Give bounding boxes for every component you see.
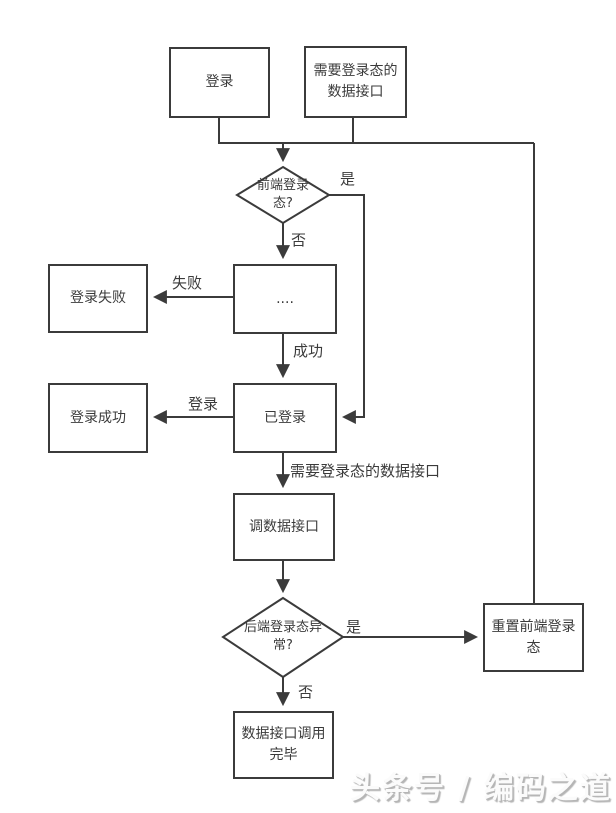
api-call-done-box: 数据接口调用完毕	[233, 711, 334, 779]
frontend-state-diamond-label: 前端登录态?	[256, 178, 309, 211]
watermark-text: 头条号 / 编码之道	[350, 771, 612, 806]
edge-label-success: 成功	[293, 342, 324, 360]
edge-label-fail: 失败	[172, 274, 203, 292]
login-fail-box: 登录失败	[48, 264, 148, 333]
need-login-api-box: 需要登录态的数据接口	[304, 46, 407, 118]
edge-label-yes-bottom: 是	[346, 618, 362, 636]
edge-label-login: 登录	[188, 395, 219, 413]
frontend-state-diamond	[235, 165, 331, 225]
backend-state-diamond-label: 后端登录态异常?	[243, 620, 322, 653]
edge-label-no-bottom: 否	[298, 683, 314, 701]
process-dots-box: ....	[233, 264, 337, 334]
edge-label-no-top: 否	[291, 231, 307, 249]
edge-label-need-login-api: 需要登录态的数据接口	[290, 462, 441, 480]
call-api-box: 调数据接口	[233, 493, 335, 561]
edge-label-yes-top: 是	[340, 170, 356, 188]
edge-yes-top	[329, 194, 365, 424]
reset-frontend-state-box: 重置前端登录态	[483, 603, 584, 672]
logged-in-box: 已登录	[233, 383, 337, 453]
backend-state-diamond	[221, 596, 345, 679]
login-box: 登录	[169, 47, 270, 118]
edge-top-bus	[218, 118, 535, 603]
login-success-box: 登录成功	[48, 383, 148, 453]
